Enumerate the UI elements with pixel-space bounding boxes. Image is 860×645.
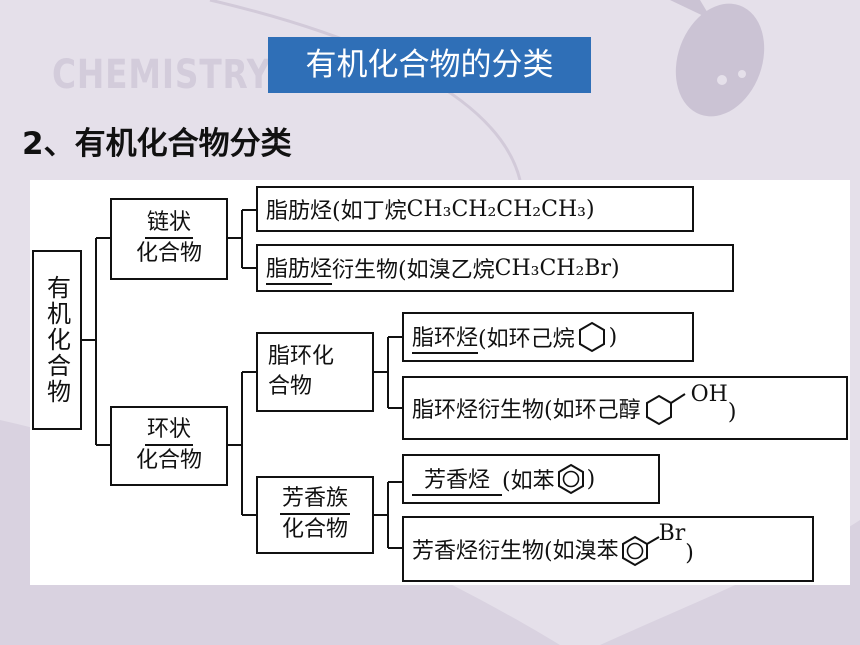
benzene-structure-icon <box>557 463 584 495</box>
section-heading: 2、有机化合物分类 <box>22 126 292 162</box>
bromine-group-label: Br <box>658 520 686 546</box>
cyclohexane-suffix: ) <box>608 324 618 350</box>
chain-compounds-node: 链状 化合物 <box>110 198 228 280</box>
chain-bottom-label: 化合物 <box>135 241 202 266</box>
aromatic-derivative-leaf: 芳香烃衍生物(如溴苯 Br ) <box>402 516 814 582</box>
bromobenzene-suffix: ) <box>685 540 694 566</box>
cyclohexanol-label: 脂环烃衍生物(如环己醇 <box>412 398 641 423</box>
root-node-organic-compounds: 有机化合物 <box>32 250 82 430</box>
bromobenzene-structure-icon <box>621 535 660 567</box>
alicyclic-derivative-leaf: 脂环烃衍生物(如环己醇 OH ) <box>402 376 848 440</box>
bromoethane-formula: CH₃CH₂Br <box>494 255 611 281</box>
alicyclic-hydrocarbon-label: 脂环烃 <box>412 320 479 354</box>
cyclohexanol-structure-icon <box>645 393 686 426</box>
chemistry-watermark: CHEMISTRY <box>52 52 272 98</box>
aromatic-hydrocarbon-leaf: 芳香烃 (如苯 ) <box>402 454 660 504</box>
classification-diagram: 有机化合物 链状 化合物 脂肪烃 (如丁烷 CH₃CH₂CH₂CH₃ ) 脂肪烃… <box>30 180 850 585</box>
butane-formula: CH₃CH₂CH₂CH₃ <box>406 196 586 222</box>
benzene-example: (如苯 <box>502 469 555 494</box>
bromoethane-example: (如溴乙烷 <box>398 258 495 283</box>
bromobenzene-label: 芳香烃衍生物(如溴苯 <box>412 539 619 564</box>
aliphatic-label: 脂肪烃 <box>266 199 333 224</box>
aliphatic-suffix: ) <box>585 196 595 222</box>
derivative-word: 衍生物 <box>332 258 399 283</box>
aromatic-top-label: 芳香族 <box>279 485 350 515</box>
chain-top-label: 链状 <box>144 209 193 239</box>
cyclohexanol-suffix: ) <box>727 399 737 425</box>
slide-title: 有机化合物的分类 <box>268 37 591 93</box>
ring-top-label: 环状 <box>144 416 193 446</box>
aromatic-compounds-node: 芳香族 化合物 <box>256 476 374 554</box>
alicyclic-compounds-node: 脂环化 合物 <box>256 332 374 412</box>
cyclohexane-structure-icon <box>578 321 605 353</box>
benzene-suffix: ) <box>586 466 596 492</box>
alicyclic-hydrocarbon-leaf: 脂环烃 (如环己烷 ) <box>402 312 694 362</box>
ring-bottom-label: 化合物 <box>135 448 202 473</box>
aliphatic-derivative-label: 脂肪烃 <box>266 251 333 285</box>
cyclohexane-example: (如环己烷 <box>478 327 575 352</box>
alicyclic-line1: 脂环化 <box>268 344 335 369</box>
connector-lines <box>82 209 402 549</box>
aliphatic-hydrocarbon-leaf: 脂肪烃 (如丁烷 CH₃CH₂CH₂CH₃ ) <box>256 186 694 232</box>
aliphatic-derivative-leaf: 脂肪烃 衍生物 (如溴乙烷 CH₃CH₂Br ) <box>256 244 734 292</box>
aromatic-hydrocarbon-label: 芳香烃 <box>412 462 503 496</box>
aromatic-bottom-label: 化合物 <box>281 517 348 542</box>
ring-compounds-node: 环状 化合物 <box>110 406 228 486</box>
hydroxyl-group-label: OH <box>690 381 728 407</box>
aliphatic-example: (如丁烷 <box>332 199 407 224</box>
alicyclic-line2: 合物 <box>268 374 313 399</box>
bromoethane-suffix: ) <box>610 255 620 281</box>
